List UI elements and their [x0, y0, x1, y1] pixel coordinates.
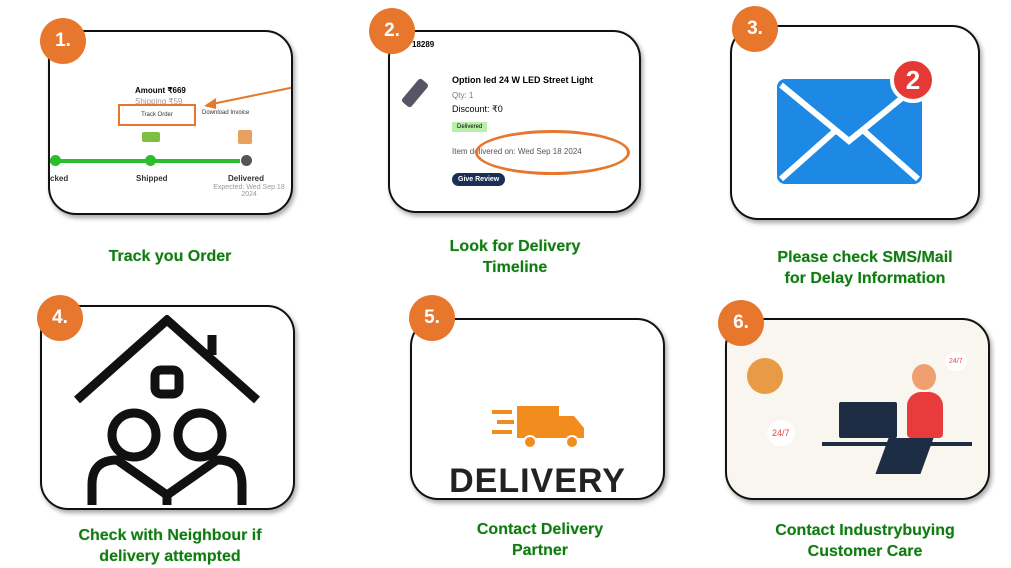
step-6-card: 24/7 24/7: [725, 318, 990, 500]
step-5-card: DELIVERY: [410, 318, 665, 500]
caption-line: Partner: [511, 542, 569, 559]
step-3-caption: Please check SMS/Mail for Delay Informati…: [750, 247, 980, 289]
stage-label: cked: [50, 174, 69, 183]
give-review-button[interactable]: Give Review: [452, 173, 506, 186]
badge-247-small: 24/7: [945, 352, 967, 371]
amount: Amount ₹669: [135, 86, 186, 95]
step-1-card: Amount ₹669 Shipping ₹59 Track Order Dow…: [48, 30, 293, 215]
step-6-badge: 6.: [718, 300, 764, 346]
caption-line: Check with Neighbour if: [78, 527, 262, 544]
envelope-icon: [777, 79, 922, 184]
agent-head: [912, 364, 936, 390]
monitor: [839, 402, 897, 438]
stage-dot-shipped: [145, 155, 156, 166]
stage-dot-delivered: [241, 155, 252, 166]
caption-line: Customer Care: [807, 543, 923, 560]
delivery-logo-text: DELIVERY: [449, 462, 626, 500]
step-4-badge: 4.: [37, 295, 83, 341]
step-4-caption: Check with Neighbour if delivery attempte…: [55, 525, 285, 567]
caption-line: Contact Delivery: [476, 521, 604, 538]
track-order-button[interactable]: Track Order: [118, 104, 196, 126]
product-name: Option led 24 W LED Street Light: [452, 75, 594, 85]
shipping: Shipping ₹59: [135, 97, 183, 106]
notification-count: 2: [890, 57, 936, 103]
agent-body: [907, 392, 943, 438]
arrow-icon: [204, 86, 291, 109]
box-icon: [238, 130, 252, 144]
stage-label: Shipped: [136, 174, 168, 183]
street-light-image: [400, 77, 430, 109]
step-3-badge: 3.: [732, 6, 778, 52]
step-4-card: [40, 305, 295, 510]
step-2-card: 18289 Option led 24 W LED Street Light Q…: [388, 30, 641, 213]
download-invoice-button[interactable]: Download Invoice: [202, 110, 250, 116]
truck-icon: [142, 132, 160, 142]
badge-247: 24/7: [767, 420, 795, 446]
expected-date: Expected: Wed Sep 18 2024: [213, 184, 285, 198]
step-1-badge: 1.: [40, 18, 86, 64]
caption-line: Please check SMS/Mail: [777, 249, 953, 266]
qty: Qty: 1: [452, 91, 474, 100]
stage-dot-packed: [50, 155, 61, 166]
caption-line: delivery attempted: [99, 548, 241, 565]
agent-avatar: [747, 358, 783, 394]
step-2-badge: 2.: [369, 8, 415, 54]
caption-line: Timeline: [482, 259, 548, 276]
highlight-ellipse: [475, 130, 630, 175]
step-5-badge: 5.: [409, 295, 455, 341]
step-1-caption: Track you Order: [108, 248, 232, 265]
order-id: 18289: [412, 40, 435, 49]
status-badge: Delivered: [452, 122, 488, 132]
discount: Discount: ₹0: [452, 104, 503, 114]
caption-line: Contact Industrybuying: [775, 522, 955, 539]
stage-label: Delivered: [228, 174, 265, 183]
caption-line: Look for Delivery: [449, 238, 581, 255]
caption-line: for Delay Information: [784, 270, 946, 287]
step-3-card: 2: [730, 25, 980, 220]
neighbour-house-icon: [74, 315, 260, 505]
delivery-truck-icon: [492, 406, 584, 449]
